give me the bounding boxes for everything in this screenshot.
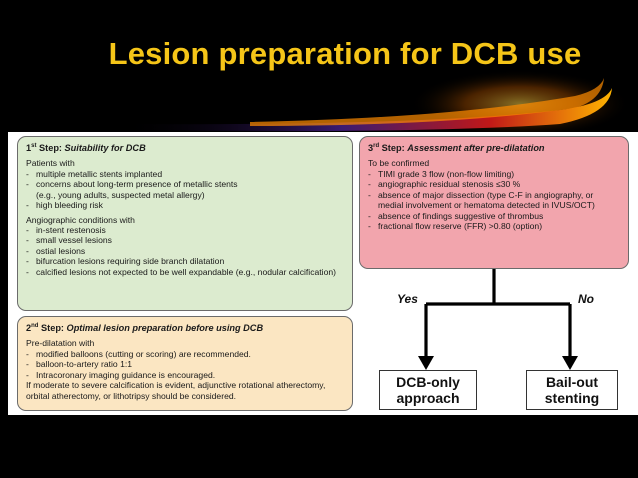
list-item: modified balloons (cutting or scoring) a…: [26, 349, 344, 359]
flow-arrows: [418, 269, 578, 370]
yes-branch-label: Yes: [397, 292, 418, 306]
slide-title: Lesion preparation for DCB use: [108, 36, 582, 71]
bailout-outcome-box: Bail-out stenting: [526, 370, 618, 410]
step3-heading: 3rd Step: Assessment after pre-dilatatio…: [368, 143, 545, 154]
list-item: bifurcation lesions requiring side branc…: [26, 256, 344, 266]
list-item: absence of findings suggestive of thromb…: [368, 211, 620, 221]
step3-intro: To be confirmed: [368, 158, 430, 169]
step1-patients-intro: Patients with: [26, 158, 75, 169]
list-item: calcified lesions not expected to be wel…: [26, 267, 344, 277]
no-arrowhead: [562, 356, 578, 370]
list-item: absence of major dissection (type C-F in…: [368, 190, 620, 211]
step2-intro: Pre-dilatation with: [26, 338, 95, 349]
list-item: concerns about long-term presence of met…: [26, 179, 344, 189]
list-item: high bleeding risk: [26, 200, 344, 210]
bailout-label: Bail-out stenting: [544, 374, 600, 406]
list-item: small vessel lesions: [26, 235, 344, 245]
list-item: multiple metallic stents implanted: [26, 169, 344, 179]
step3-box: 3rd Step: Assessment after pre-dilatatio…: [359, 136, 629, 269]
list-item: in-stent restenosis: [26, 225, 344, 235]
step2-box: 2nd Step: Optimal lesion preparation bef…: [17, 316, 353, 411]
list-item: Intracoronary imaging guidance is encour…: [26, 370, 344, 380]
list-item: angiographic residual stenosis ≤30 %: [368, 179, 620, 189]
list-item: fractional flow reserve (FFR) >0.80 (opt…: [368, 221, 620, 231]
list-item: balloon-to-artery ratio 1:1: [26, 359, 344, 369]
step1-box: 1st Step: Suitability for DCB Patients w…: [17, 136, 353, 311]
step1-heading: 1st Step: Suitability for DCB: [26, 143, 146, 154]
step1-angio-intro: Angiographic conditions with: [26, 214, 135, 225]
no-branch-label: No: [578, 292, 594, 306]
step2-closing: If moderate to severe calcification is e…: [26, 380, 326, 401]
yes-arrowhead: [418, 356, 434, 370]
dcb-only-label: DCB-only approach: [396, 374, 460, 406]
list-item: TIMI grade 3 flow (non-flow limiting): [368, 169, 620, 179]
list-item-continuation: (e.g., young adults, suspected metal all…: [36, 189, 205, 200]
list-item: ostial lesions: [26, 246, 344, 256]
flowchart-panel: 1st Step: Suitability for DCB Patients w…: [8, 132, 638, 415]
step2-heading: 2nd Step: Optimal lesion preparation bef…: [26, 323, 264, 334]
dcb-only-outcome-box: DCB-only approach: [379, 370, 477, 410]
